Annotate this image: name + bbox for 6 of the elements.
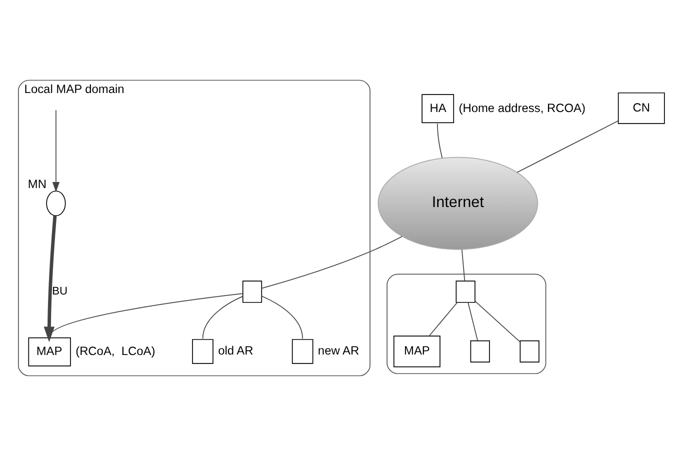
node-label: (Home address, RCOA) <box>458 100 586 115</box>
node-label: MN <box>28 176 46 191</box>
edge-label: BU <box>52 286 68 298</box>
node-label: old AR <box>218 344 254 358</box>
node-label: new AR <box>318 344 360 358</box>
node-label: (RCoA, LCoA) <box>76 344 156 358</box>
